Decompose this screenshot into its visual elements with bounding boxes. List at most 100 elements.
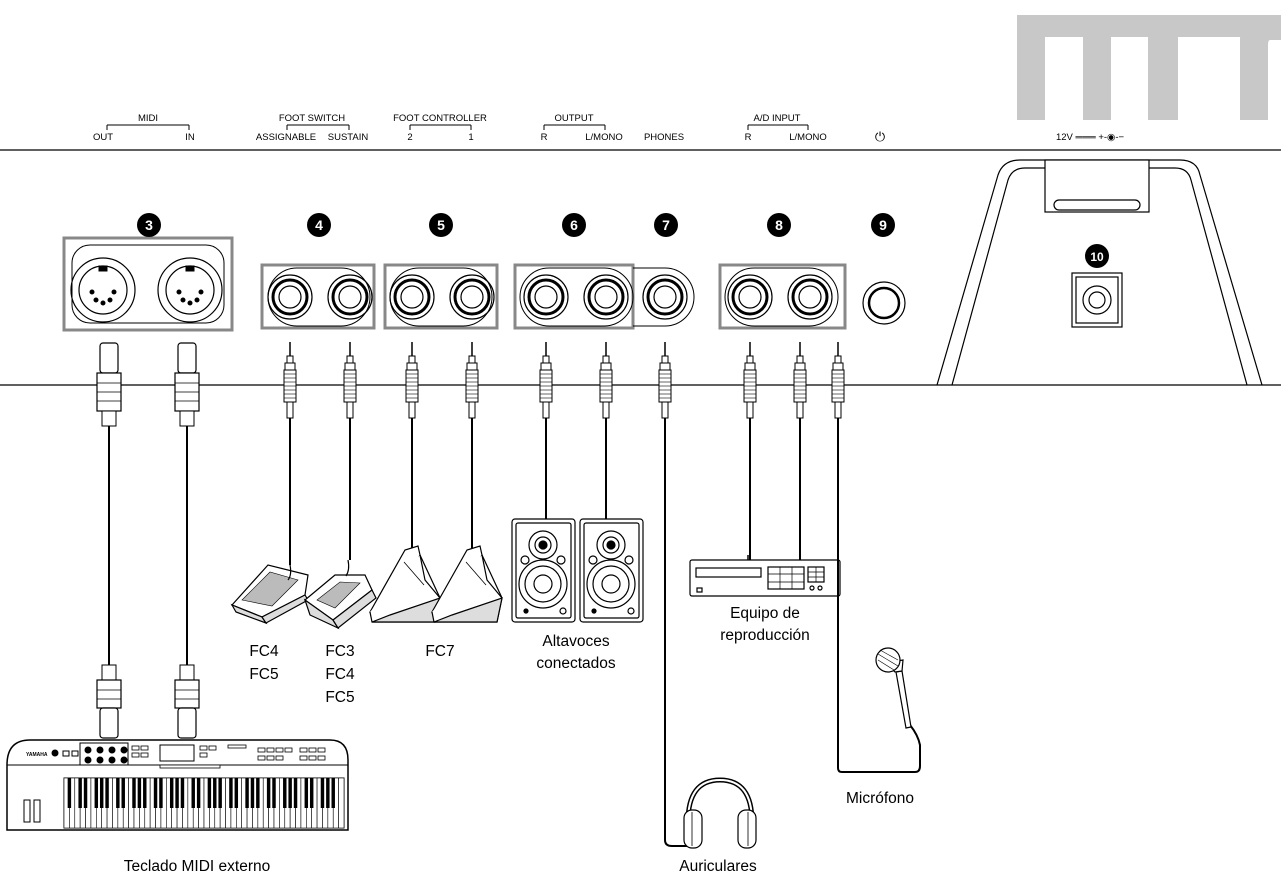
foot-controller-fc7-b: [431, 545, 503, 623]
plug-microphone: [831, 342, 845, 419]
black-key: [250, 778, 255, 808]
black-key: [132, 778, 136, 808]
keyboard-brand: YAMAHA: [26, 752, 48, 758]
phone-plugs: [283, 342, 845, 565]
foot-controller-1-jack[interactable]: [449, 274, 495, 320]
black-key: [143, 778, 147, 808]
black-key: [288, 778, 292, 808]
midi-keyboard: YAMAHA: [6, 739, 349, 831]
black-key: [137, 778, 142, 808]
product-logo: [1017, 15, 1281, 120]
callout-6: 6: [562, 213, 586, 237]
label-speakers-2: conectados: [536, 655, 616, 672]
svg-text:5: 5: [437, 217, 445, 233]
label-fc4-b: FC4: [325, 666, 355, 683]
svg-text:4: 4: [315, 217, 323, 233]
foot-switch-assignable-jack[interactable]: [267, 274, 313, 320]
dc-bracket: [936, 159, 1263, 386]
midi-cables: [96, 342, 200, 739]
black-key: [266, 778, 271, 808]
black-key: [121, 778, 125, 808]
label-fc5-a: FC5: [249, 666, 278, 683]
plug-phones: [658, 342, 672, 419]
foot-controller-2-jack[interactable]: [389, 274, 435, 320]
label-dc-in: 12V ═══ +-◉-−: [1056, 132, 1125, 143]
label-fc7: FC7: [425, 643, 454, 660]
midi-out-jack[interactable]: [70, 257, 136, 323]
black-key: [283, 778, 287, 808]
label-output-group: OUTPUT: [554, 113, 593, 124]
black-key: [196, 778, 201, 808]
ad-input-lmono-jack[interactable]: [787, 274, 833, 320]
label-phones: PHONES: [644, 132, 684, 143]
playback-device: [689, 555, 841, 597]
label-ad-lmono: L/MONO: [789, 132, 826, 143]
black-key: [83, 778, 88, 808]
foot-controller-fc7-a: [369, 545, 441, 623]
label-assignable: ASSIGNABLE: [256, 132, 316, 143]
midi-in-jack[interactable]: [157, 257, 223, 323]
foot-switch-sustain-jack[interactable]: [327, 274, 373, 320]
label-ad-r: R: [745, 132, 752, 143]
black-key: [175, 778, 179, 808]
plug-ad-input-lmono: [793, 342, 807, 560]
callout-10: 10: [1085, 244, 1109, 268]
phones-jack[interactable]: [642, 274, 688, 320]
black-key: [245, 778, 249, 808]
black-key: [304, 778, 309, 808]
jack-group-foot-controller: [383, 263, 499, 330]
label-microphone: Micrófono: [846, 790, 914, 807]
black-key: [326, 778, 330, 808]
black-key: [94, 778, 99, 808]
output-lmono-jack[interactable]: [583, 274, 629, 320]
callouts: 3 4 5 6 7 8 9 10: [137, 213, 1109, 268]
callout-4: 4: [307, 213, 331, 237]
black-key: [213, 778, 217, 808]
plug-output-lmono: [599, 342, 613, 519]
svg-text:3: 3: [145, 217, 153, 233]
label-playback-1: Equipo de: [730, 605, 800, 622]
plug-foot-controller-1: [465, 342, 479, 548]
power-icon: ⏻: [875, 129, 885, 144]
black-key: [218, 778, 222, 808]
output-r-jack[interactable]: [523, 274, 569, 320]
label-ad-input-group: A/D INPUT: [754, 113, 801, 124]
black-key: [229, 778, 233, 808]
svg-text:8: 8: [775, 217, 783, 233]
foot-switch-fc3: [303, 559, 377, 630]
foot-switch-fc4: [230, 564, 309, 625]
jack-group-foot-switch: [260, 263, 376, 330]
black-key: [180, 778, 185, 808]
plug-foot-controller-2: [405, 342, 419, 548]
black-key: [207, 778, 212, 808]
black-key: [309, 778, 314, 808]
label-fc-1: 1: [468, 132, 473, 143]
power-switch[interactable]: [862, 281, 906, 325]
label-playback-2: reproducción: [720, 627, 810, 644]
jack-group-ad-input: [718, 263, 847, 330]
label-fc3: FC3: [325, 643, 354, 660]
label-output-lmono: L/MONO: [585, 132, 622, 143]
callout-3: 3: [137, 213, 161, 237]
speaker-right: [579, 518, 644, 623]
callout-8: 8: [767, 213, 791, 237]
label-sustain: SUSTAIN: [328, 132, 369, 143]
svg-text:7: 7: [662, 217, 670, 233]
svg-text:6: 6: [570, 217, 578, 233]
label-output-r: R: [541, 132, 548, 143]
ad-input-r-jack[interactable]: [727, 274, 773, 320]
svg-text:9: 9: [879, 217, 887, 233]
microphone-icon: [837, 418, 921, 773]
black-key: [159, 778, 163, 808]
black-key: [116, 778, 120, 808]
black-key: [272, 778, 276, 808]
speaker-left: [511, 518, 576, 623]
black-key: [293, 778, 298, 808]
dc-in-jack[interactable]: [1071, 272, 1123, 328]
svg-text:10: 10: [1090, 250, 1104, 264]
label-keyboard: Teclado MIDI externo: [124, 858, 270, 875]
label-midi-in: IN: [185, 132, 195, 143]
black-key: [78, 778, 82, 808]
label-fc4-a: FC4: [249, 643, 279, 660]
